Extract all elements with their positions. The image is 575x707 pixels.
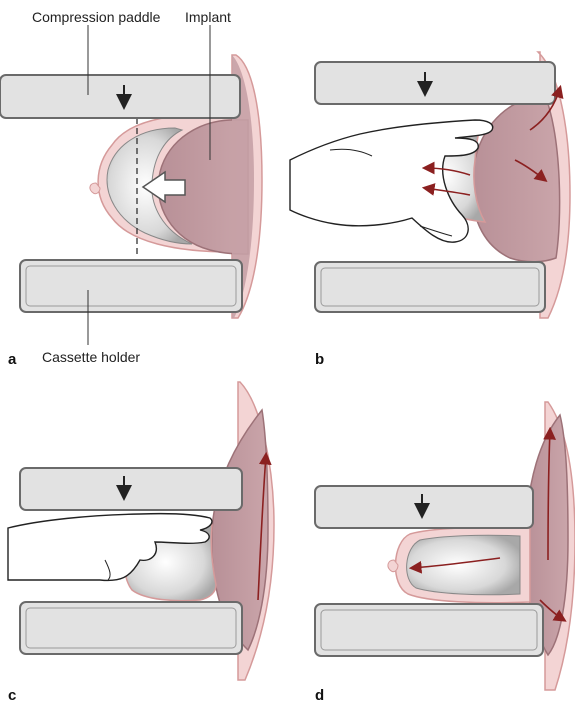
- compression-paddle: [0, 75, 240, 118]
- panel-letter-b: b: [315, 351, 324, 368]
- cassette-holder: [20, 260, 242, 312]
- cassette-holder: [20, 602, 242, 654]
- implant-shape: [472, 95, 560, 262]
- compression-paddle: [315, 62, 555, 104]
- glandular-tissue: [407, 535, 520, 595]
- panel-letter-c: c: [8, 687, 16, 704]
- panel-letter-d: d: [315, 687, 324, 704]
- implant-label: Implant: [185, 9, 231, 25]
- panel-c: c: [8, 382, 274, 704]
- compression-paddle: [20, 468, 242, 510]
- compression-paddle-label: Compression paddle: [32, 9, 161, 25]
- cassette-holder: [315, 262, 545, 312]
- compression-paddle: [315, 486, 533, 528]
- panel-b: b: [290, 52, 570, 368]
- panel-a: Compression paddle Implant Cassette hold…: [0, 9, 262, 368]
- panel-d: d: [315, 402, 575, 704]
- cassette-holder-label: Cassette holder: [42, 349, 140, 365]
- panel-letter-a: a: [8, 351, 17, 368]
- cassette-holder: [315, 604, 543, 656]
